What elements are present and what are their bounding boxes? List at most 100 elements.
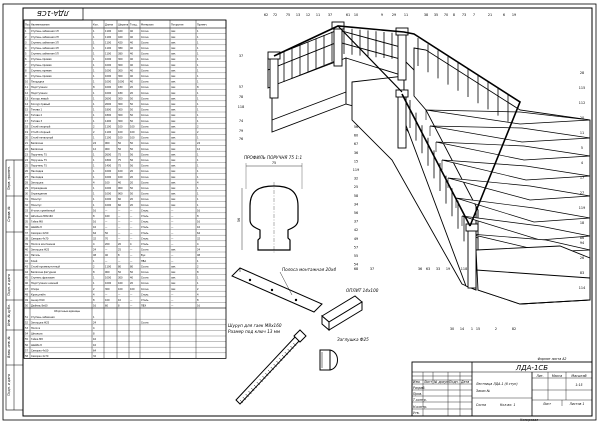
spacer-block: ОПЛИТ 14х100: [321, 288, 379, 332]
callout-bottom: 19: [446, 267, 450, 271]
spec-cell: Бук: [141, 254, 146, 257]
spec-cell: 50: [130, 271, 134, 274]
spec-cell: Поручень 75: [31, 159, 47, 162]
callout-mid: 32: [354, 177, 358, 181]
spec-cell: Тетива 3: [31, 120, 43, 123]
callout-bottom: 118: [461, 267, 467, 271]
spec-cell: Сосна: [141, 53, 149, 56]
spec-cell: 75: [118, 165, 122, 168]
callout-mid: 58: [354, 194, 358, 198]
callout-mid: 37: [354, 220, 358, 224]
spec-cell: Сосна: [141, 109, 149, 112]
spec-cell: Сталь: [141, 221, 149, 224]
staircase-assembly: [267, 21, 591, 305]
spec-cell: 100: [105, 299, 110, 302]
spec-cell: 100: [118, 170, 123, 173]
spec-cell: 1: [197, 277, 199, 280]
spec-cell: Сосна: [141, 165, 149, 168]
spec-cell: 1: [93, 97, 95, 100]
spec-cell: лак: [171, 249, 176, 252]
spec-cell: —: [118, 260, 121, 263]
side-label-5: Взам. инв. №: [7, 336, 11, 358]
spec-cell: 10: [118, 299, 122, 302]
callout-mid: 25: [354, 185, 358, 189]
spec-cell: Кронштейн: [31, 293, 46, 296]
spec-cell: —: [130, 221, 133, 224]
spec-cell: 56: [130, 165, 134, 168]
spec-cell: лак: [171, 153, 176, 156]
spec-cell: 1100: [105, 41, 112, 44]
spec-cell: 1000: [105, 64, 112, 67]
spec-cell: Нагель: [31, 254, 41, 257]
spec-cell: 160: [105, 215, 110, 218]
spec-cell: Сталь: [141, 243, 149, 246]
stud-note: Размер под ключ 13 мм: [228, 329, 280, 334]
title-litera: Лит.: [535, 374, 543, 378]
callout-right: 5: [581, 146, 583, 150]
spec-cell: Сосна: [141, 153, 149, 156]
spec-cell: —: [105, 249, 108, 252]
spec-cell: 1000: [105, 193, 112, 196]
callout-mid: 55: [354, 254, 358, 258]
spec-cell: Тетива 1: [31, 109, 43, 112]
spec-cell: лак: [171, 75, 176, 78]
callout-mid: 15: [354, 159, 358, 163]
spec-cell: Сосна: [141, 120, 149, 123]
spec-footer-cell: Саморез 4х70: [31, 355, 49, 358]
spec-cell: 80: [130, 265, 134, 268]
spec-cell: Сосна: [141, 159, 149, 162]
spec-cell: Сосна: [141, 36, 149, 39]
spec-footer-cell: 4: [93, 327, 95, 330]
spec-cell: Тетива 2: [31, 114, 43, 117]
trim-plug: Заглушка Ф25: [319, 337, 369, 371]
spec-cell: 42: [25, 260, 29, 263]
spec-cell: —: [171, 232, 174, 235]
callout-top: 6: [503, 13, 505, 17]
spec-footer-cell: 16: [93, 338, 97, 341]
spec-footer-cell: 8: [93, 333, 95, 336]
callout-right: 26: [580, 256, 584, 260]
spec-cell: 100: [130, 137, 135, 140]
callout-top: 61: [346, 13, 350, 17]
spec-cell: 1: [197, 41, 199, 44]
spec-cell: 2: [197, 125, 199, 128]
spec-cell: —: [118, 232, 121, 235]
spec-cell: 50: [118, 142, 122, 145]
spec-cell: 50: [130, 142, 134, 145]
spec-cell: 43: [25, 265, 29, 268]
spec-footer-cell: 53: [25, 327, 29, 330]
spec-cell: 1: [93, 260, 95, 263]
spec-cell: лак: [171, 58, 176, 61]
spec-header-cell: Ширина: [118, 24, 129, 27]
spec-cell: Сосна: [141, 271, 149, 274]
spec-cell: Сосна: [141, 69, 149, 72]
spec-cell: Заглушка Ф25: [31, 249, 50, 252]
spec-cell: 1100: [105, 30, 112, 33]
callout-right: 27: [580, 191, 584, 195]
spec-cell: 1: [197, 103, 199, 106]
spec-cell: 1: [93, 120, 95, 123]
callout-right: 112: [579, 101, 585, 105]
spec-cell: лак: [171, 86, 176, 89]
spec-cell: 1000: [105, 81, 112, 84]
spec-cell: —: [171, 243, 174, 246]
callout-top: 37: [328, 13, 332, 17]
spec-cell: 1: [197, 81, 199, 84]
spec-cell: лак: [171, 181, 176, 184]
spec-footer-cell: 51: [25, 316, 29, 319]
callout-mid: 57: [354, 245, 358, 249]
spec-cell: 300: [118, 277, 123, 280]
callout-bottom: 82: [512, 327, 516, 331]
spec-cell: 20: [130, 92, 134, 95]
spec-cell: Анкер М10: [31, 299, 45, 302]
spec-cell: 70: [105, 237, 109, 240]
callout-right: 4: [581, 161, 583, 165]
spec-cell: 24: [197, 249, 201, 252]
spec-cell: 2: [197, 265, 199, 268]
stamp-podp: Подп.: [449, 380, 459, 384]
spec-cell: 900: [105, 142, 110, 145]
spec-cell: 4: [93, 293, 95, 296]
spec-footer-cell: Гайка М8: [31, 338, 43, 341]
spec-cell: лак: [171, 165, 176, 168]
